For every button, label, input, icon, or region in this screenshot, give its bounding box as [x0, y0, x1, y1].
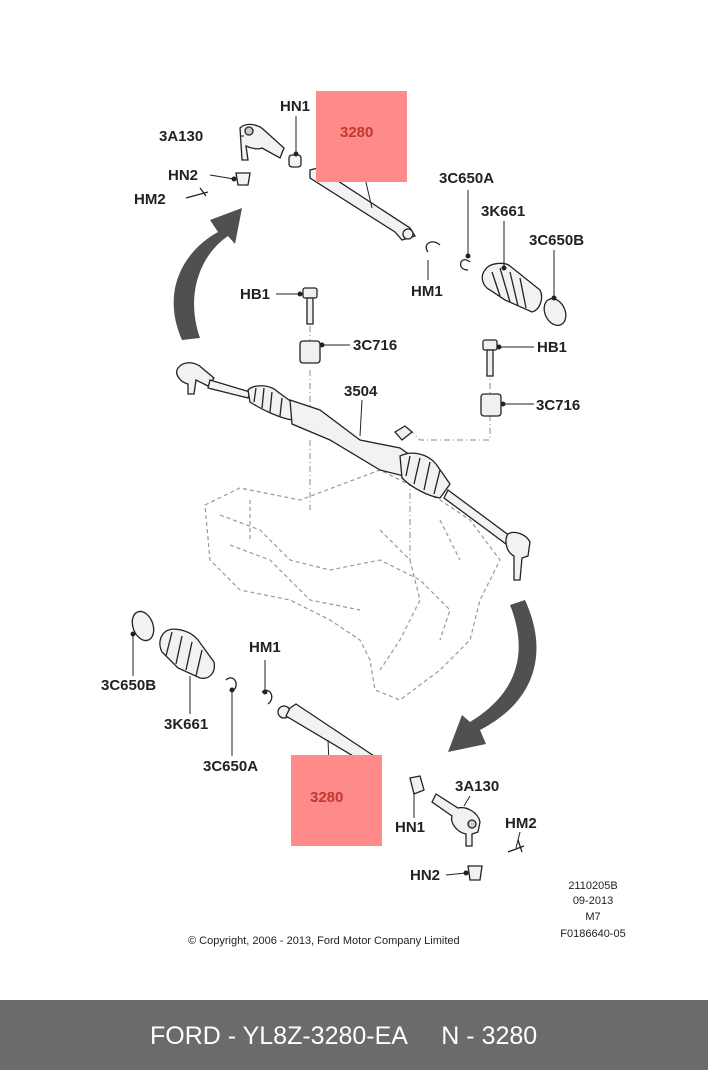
- bushing-3c716-left: [299, 340, 321, 364]
- label-top-3280[interactable]: 3280: [340, 124, 374, 141]
- bottom-hm2-pin: [507, 839, 525, 853]
- upper-curved-arrow: [173, 208, 242, 340]
- top-assembly: [185, 123, 567, 327]
- label-bottom-3c650a[interactable]: 3C650A: [203, 758, 259, 775]
- label-3504[interactable]: 3504: [344, 383, 378, 400]
- label-3c716-left[interactable]: 3C716: [353, 337, 398, 354]
- highlight-bottom-3280: [291, 755, 382, 846]
- steering-rack-3504: [176, 362, 531, 581]
- top-3k661-boot: [481, 262, 543, 313]
- hb1-right-bolt: [486, 349, 494, 377]
- label-top-3a130[interactable]: 3A130: [159, 128, 204, 145]
- label-bottom-hn2[interactable]: HN2: [410, 867, 441, 884]
- bushing-3c716-right: [480, 393, 502, 417]
- steering-rack-diagram: [130, 116, 567, 881]
- bottom-3c650b-clamp: [131, 610, 155, 642]
- label-hb1-right[interactable]: HB1: [537, 339, 568, 356]
- hb1-right-bolt-head: [482, 339, 498, 351]
- label-bottom-3k661[interactable]: 3K661: [164, 716, 209, 733]
- top-3c650a-clamp: [460, 259, 471, 271]
- label-top-hn1[interactable]: HN1: [280, 98, 311, 115]
- top-hn2-nut: [235, 172, 251, 186]
- bottom-assembly: [131, 610, 525, 881]
- meta-figure: F0186640-05: [560, 928, 626, 940]
- bottom-3c650a-clamp: [225, 677, 237, 691]
- label-bottom-3c650b[interactable]: 3C650B: [101, 677, 157, 694]
- meta-code: 2110205B: [568, 880, 618, 892]
- label-top-hn2[interactable]: HN2: [168, 167, 199, 184]
- bottom-tie-rod-end: [431, 793, 481, 847]
- hb1-left-bolt-head: [302, 287, 318, 299]
- top-hm1-clip: [425, 241, 441, 253]
- label-bottom-3a130[interactable]: 3A130: [455, 778, 500, 795]
- footer-part-number: FORD - YL8Z-3280-EA N - 3280: [150, 1022, 538, 1050]
- meta-date: 09-2013: [572, 895, 614, 907]
- label-bottom-hn1[interactable]: HN1: [395, 819, 426, 836]
- top-3c650b-clamp: [543, 297, 567, 327]
- hb1-left-bolt: [306, 297, 314, 325]
- leader-lines: [130, 116, 557, 876]
- label-hb1-left[interactable]: HB1: [240, 286, 271, 303]
- top-hn1-nut: [288, 154, 302, 168]
- label-bottom-3280[interactable]: 3280: [310, 789, 344, 806]
- bottom-hn2-nut: [467, 865, 483, 881]
- label-top-3k661[interactable]: 3K661: [481, 203, 526, 220]
- label-3c716-right[interactable]: 3C716: [536, 397, 581, 414]
- label-top-3c650a[interactable]: 3C650A: [439, 170, 495, 187]
- lower-curved-arrow: [448, 600, 537, 752]
- label-bottom-hm2[interactable]: HM2: [505, 815, 537, 832]
- mounting-hardware: [299, 287, 502, 417]
- footer-bar: FORD - YL8Z-3280-EA N - 3280: [0, 1000, 708, 1070]
- top-hm2-pin: [185, 187, 209, 199]
- bottom-3k661-boot: [159, 628, 216, 679]
- label-top-3c650b[interactable]: 3C650B: [529, 232, 585, 249]
- bottom-hn1-nut: [409, 775, 425, 795]
- copyright-text: © Copyright, 2006 - 2013, Ford Motor Com…: [188, 935, 460, 947]
- label-bottom-hm1[interactable]: HM1: [249, 639, 281, 656]
- label-top-hm1[interactable]: HM1: [411, 283, 443, 300]
- meta-model: M7: [585, 911, 601, 923]
- highlight-top-3280: [316, 91, 407, 182]
- label-top-hm2[interactable]: HM2: [134, 191, 166, 208]
